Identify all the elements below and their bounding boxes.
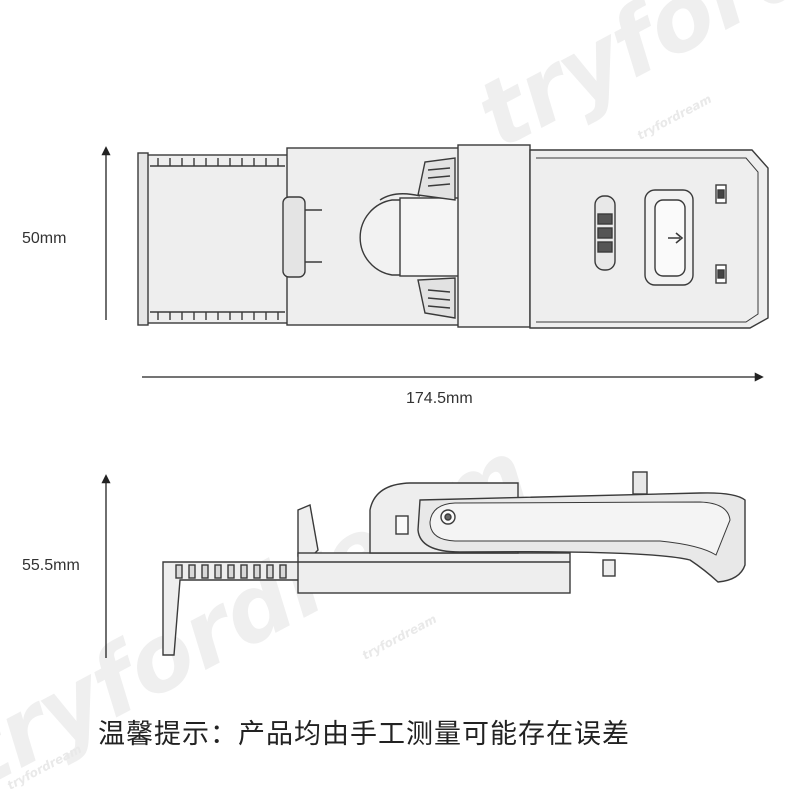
side-base [297, 552, 571, 594]
arrow-icon [668, 232, 684, 244]
top-strap [457, 144, 531, 328]
top-length-label: 174.5mm [406, 390, 473, 407]
top-height-label: 50mm [22, 230, 66, 247]
watermark-small-1: tryfordream [635, 92, 714, 143]
side-height-dimension: 55.5mm [22, 474, 111, 658]
side-pin [632, 471, 648, 495]
watermark-text-upper: tryfordream [460, 0, 800, 169]
watermark-small-2: tryfordream [360, 612, 439, 663]
side-view-drawing [162, 471, 746, 656]
side-height-label: 55.5mm [22, 557, 80, 574]
top-tray-body [139, 154, 291, 324]
measurement-note: 温馨提示：产品均由手工测量可能存在误差 [98, 719, 630, 750]
top-height-dimension: 50mm [22, 146, 111, 320]
top-tray-ribs [150, 158, 285, 320]
top-tray-end-cap [137, 152, 149, 326]
top-grip-lower [417, 277, 456, 319]
top-dome [359, 199, 403, 276]
top-view-drawing [137, 144, 769, 329]
top-side-clip [282, 196, 306, 278]
top-grip-upper [417, 157, 456, 201]
side-upright-clip [297, 504, 319, 557]
side-tray-ribs [175, 564, 287, 579]
top-length-dimension: 174.5mm [142, 372, 764, 407]
